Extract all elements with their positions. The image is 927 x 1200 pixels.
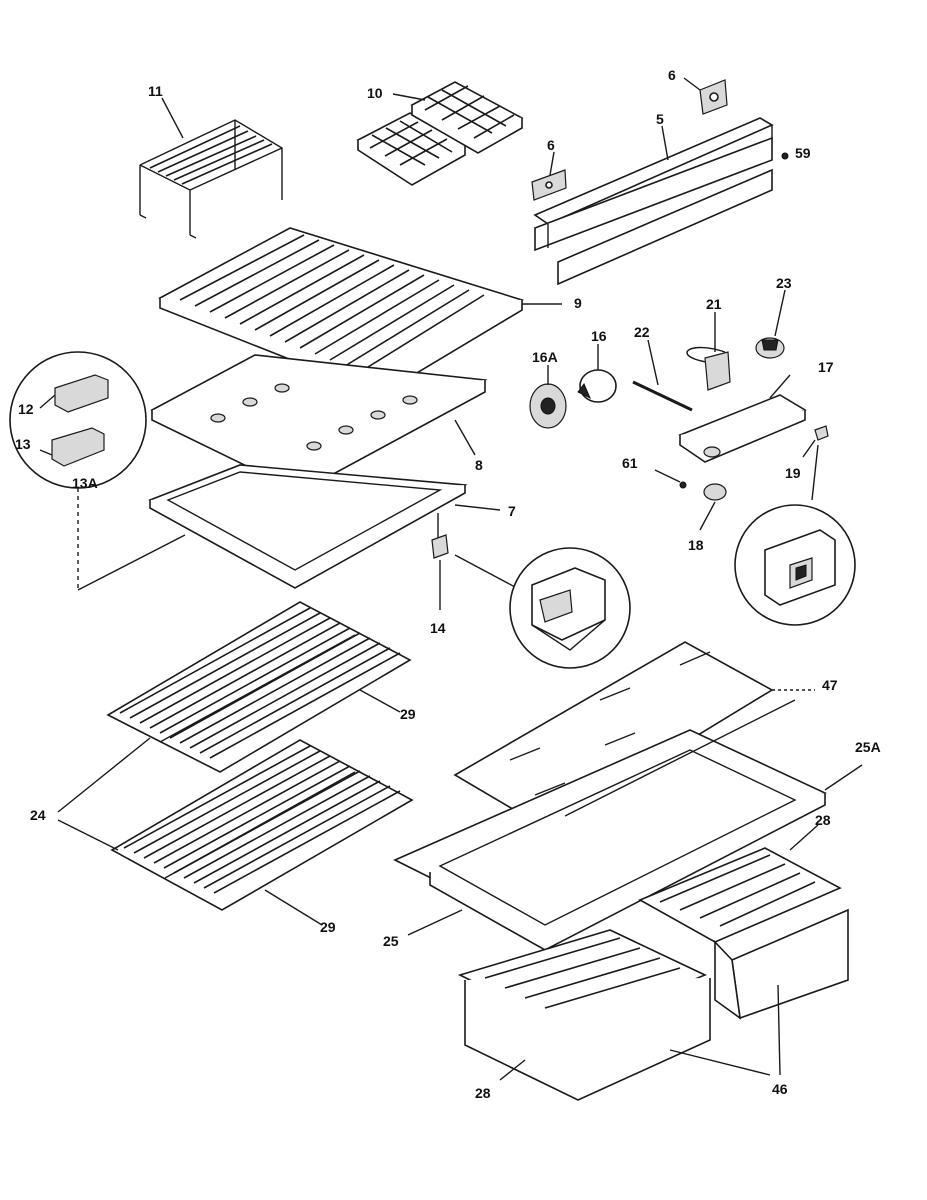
label-23: 23 — [776, 275, 792, 291]
part-21-switch — [686, 312, 731, 391]
label-24: 24 — [30, 807, 46, 823]
part-23-thermostat — [755, 289, 786, 359]
label-22: 22 — [634, 324, 650, 340]
leader-line-11 — [161, 97, 184, 139]
part-7-lower-frame — [148, 464, 501, 589]
part-6-bracket-mid — [531, 151, 567, 201]
label-46: 46 — [772, 1081, 788, 1097]
label-59: 59 — [795, 145, 811, 161]
part-28-crisper-drawer-right — [638, 824, 849, 1020]
part-6-bracket-top — [683, 77, 728, 115]
part-5-rail — [533, 117, 789, 286]
label-29-upper: 29 — [400, 706, 416, 722]
detail-circle-12-13 — [9, 351, 186, 591]
part-28-crisper-drawer-left — [457, 929, 781, 1101]
label-9: 9 — [574, 295, 582, 311]
label-7: 7 — [508, 503, 516, 519]
part-25-crisper-frame — [393, 699, 863, 951]
label-10: 10 — [367, 85, 383, 101]
callout-labels: 11 10 6 6 5 59 9 23 21 22 16A 16 17 12 1… — [15, 67, 881, 1101]
label-29-lower: 29 — [320, 919, 336, 935]
part-14-switch — [431, 513, 631, 669]
label-16a: 16A — [532, 349, 558, 365]
label-12: 12 — [18, 401, 34, 417]
label-61: 61 — [622, 455, 638, 471]
label-25: 25 — [383, 933, 399, 949]
label-6-top: 6 — [668, 67, 676, 83]
label-18: 18 — [688, 537, 704, 553]
part-8-frame — [150, 354, 488, 493]
part-16-lamp — [529, 344, 617, 429]
label-13: 13 — [15, 436, 31, 452]
label-8: 8 — [475, 457, 483, 473]
label-25a: 25A — [855, 739, 881, 755]
part-11-wire-rack — [139, 97, 283, 239]
part-29-wire-shelf-upper — [106, 601, 412, 773]
label-16: 16 — [591, 328, 607, 344]
part-10-ice-trays — [356, 81, 524, 186]
part-29-wire-shelf-lower — [110, 739, 414, 926]
part-24-leaders — [57, 737, 151, 851]
label-28-right: 28 — [815, 812, 831, 828]
part-22-rod — [632, 339, 693, 412]
label-6-mid: 6 — [547, 137, 555, 153]
label-19: 19 — [785, 465, 801, 481]
label-14: 14 — [430, 620, 446, 636]
label-47: 47 — [822, 677, 838, 693]
part-61-18-19 — [654, 425, 829, 531]
label-28-left: 28 — [475, 1085, 491, 1101]
label-13a: 13A — [72, 475, 98, 491]
label-21: 21 — [706, 296, 722, 312]
part-17-housing — [678, 374, 807, 463]
part-9-shelf — [158, 227, 562, 396]
label-11: 11 — [148, 83, 163, 99]
detail-circle-switch — [734, 504, 856, 626]
label-17: 17 — [818, 359, 834, 375]
label-5: 5 — [656, 111, 664, 127]
